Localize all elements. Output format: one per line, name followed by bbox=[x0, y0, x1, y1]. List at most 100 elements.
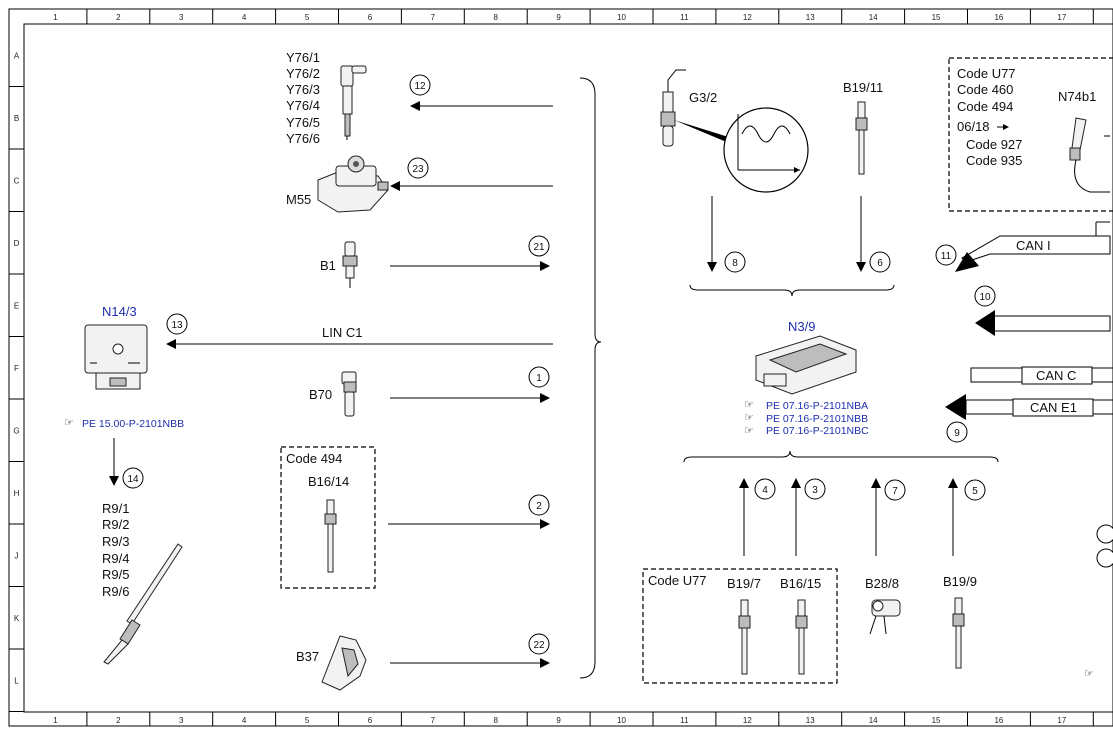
grid-col-bottom-11: 11 bbox=[680, 716, 689, 725]
label-b37: B37 bbox=[296, 649, 319, 664]
callout-21: 21 bbox=[528, 235, 550, 257]
label-y76-4: Y76/4 bbox=[286, 98, 320, 113]
grid-col-top-12: 12 bbox=[743, 13, 752, 22]
svg-text:☞: ☞ bbox=[744, 412, 754, 424]
callout-12: 12 bbox=[409, 74, 431, 96]
callout-13: 13 bbox=[166, 313, 188, 335]
grid-col-top-9: 9 bbox=[556, 13, 561, 22]
grid-col-top-10: 10 bbox=[617, 13, 626, 22]
grid-row-H: H bbox=[14, 489, 20, 498]
ref-n3-9-b: PE 07.16-P-2101NBB bbox=[766, 413, 868, 425]
label-r9-2: R9/2 bbox=[102, 517, 129, 532]
svg-text:6: 6 bbox=[877, 258, 883, 269]
label-r9-3: R9/3 bbox=[102, 534, 129, 549]
label-b28-8: B28/8 bbox=[865, 576, 899, 591]
grid-row-C: C bbox=[14, 176, 20, 185]
callout-14: 14 bbox=[122, 467, 144, 489]
pedal-sensor-icon bbox=[321, 635, 367, 691]
code-494-box bbox=[280, 446, 376, 589]
svg-text:21: 21 bbox=[533, 242, 545, 253]
svg-text:11: 11 bbox=[941, 251, 952, 262]
label-r9-5: R9/5 bbox=[102, 567, 129, 582]
label-lin-c1: LIN C1 bbox=[322, 325, 362, 340]
grid-row-J: J bbox=[15, 551, 19, 560]
grid-row-B: B bbox=[14, 114, 19, 123]
grid-col-bottom-15: 15 bbox=[932, 716, 941, 725]
svg-text:☞: ☞ bbox=[744, 425, 754, 437]
svg-text:22: 22 bbox=[533, 640, 545, 651]
grid-col-bottom-7: 7 bbox=[431, 716, 436, 725]
top-bracket bbox=[689, 284, 895, 297]
label-b16-14: B16/14 bbox=[308, 474, 349, 489]
svg-text:3: 3 bbox=[812, 485, 818, 496]
grid-col-bottom-6: 6 bbox=[368, 716, 373, 725]
callout-9: 9 bbox=[946, 421, 968, 443]
grid-labels: 1122334455667788991010111112121313141415… bbox=[13, 13, 1066, 725]
label-code-927: Code 927 bbox=[966, 137, 1022, 152]
grid-row-A: A bbox=[14, 51, 20, 60]
grid-col-top-14: 14 bbox=[869, 13, 878, 22]
grid-col-top-8: 8 bbox=[494, 13, 499, 22]
bottom-bracket bbox=[683, 450, 999, 463]
callout-2: 2 bbox=[528, 494, 550, 516]
grid-col-bottom-17: 17 bbox=[1057, 716, 1066, 725]
svg-text:10: 10 bbox=[979, 292, 991, 303]
label-n74b1: N74b1 bbox=[1058, 89, 1096, 104]
callout-7: 7 bbox=[884, 479, 906, 501]
svg-text:☞: ☞ bbox=[744, 399, 754, 411]
callout-4: 4 bbox=[754, 478, 776, 500]
callout-5: 5 bbox=[964, 479, 986, 501]
svg-text:1: 1 bbox=[536, 373, 542, 384]
injector-labels: Y76/1 Y76/2 Y76/3 Y76/4 Y76/5 Y76/6 bbox=[286, 50, 320, 146]
arrow-right-small-icon bbox=[997, 124, 1009, 130]
temp-sensor-b16-15-icon bbox=[795, 599, 808, 675]
crankshaft-sensor-icon bbox=[341, 371, 357, 417]
grid-col-bottom-16: 16 bbox=[994, 716, 1003, 725]
oxygen-sensor-icon bbox=[660, 69, 686, 147]
grid-ticks bbox=[9, 9, 1094, 726]
ref-n3-9-a: PE 07.16-P-2101NBA bbox=[766, 400, 868, 412]
sine-wave-icon bbox=[737, 114, 800, 173]
temp-sensor-b19-7-icon bbox=[738, 599, 751, 675]
callout-10: 10 bbox=[974, 285, 996, 307]
label-y76-1: Y76/1 bbox=[286, 50, 320, 65]
callout-11: 11 bbox=[935, 244, 957, 266]
grid-col-top-17: 17 bbox=[1057, 13, 1066, 22]
grid-col-top-15: 15 bbox=[932, 13, 941, 22]
label-b16-15: B16/15 bbox=[780, 576, 821, 591]
signal-waveform-detail bbox=[723, 107, 809, 193]
label-y76-3: Y76/3 bbox=[286, 82, 320, 97]
grid-col-bottom-12: 12 bbox=[743, 716, 752, 725]
label-r9-6: R9/6 bbox=[102, 584, 129, 599]
label-b70: B70 bbox=[309, 387, 332, 402]
label-code-494-top: Code 494 bbox=[957, 99, 1013, 114]
callout-8: 8 bbox=[724, 251, 746, 273]
label-g3-2: G3/2 bbox=[689, 90, 717, 105]
label-can-c: CAN C bbox=[1036, 368, 1076, 383]
grid-row-K: K bbox=[14, 614, 20, 623]
label-r9-4: R9/4 bbox=[102, 551, 129, 566]
label-n3-9: N3/9 bbox=[788, 319, 815, 334]
code-box-top-right bbox=[948, 57, 1113, 212]
grid-col-bottom-4: 4 bbox=[242, 716, 247, 725]
svg-text:PE 15.00-P-2101NBB: PE 15.00-P-2101NBB bbox=[82, 418, 184, 430]
grid-col-top-11: 11 bbox=[680, 13, 689, 22]
label-date-06-18: 06/18 bbox=[957, 119, 990, 134]
temp-sensor-b19-9-icon bbox=[952, 597, 965, 669]
grid-row-G: G bbox=[13, 426, 19, 435]
svg-text:5: 5 bbox=[972, 486, 978, 497]
callout-3: 3 bbox=[804, 478, 826, 500]
svg-text:☞: ☞ bbox=[64, 417, 74, 429]
callout-markers: 12 23 21 13 1 2 22 14 8 6 11 10 9 4 3 7 … bbox=[122, 74, 996, 655]
exhaust-temp-sensor-b16-14-icon bbox=[324, 499, 337, 573]
label-code-u77: Code U77 bbox=[648, 573, 707, 588]
grid-col-bottom-1: 1 bbox=[53, 716, 58, 725]
grid-col-top-3: 3 bbox=[179, 13, 184, 22]
grid-col-top-13: 13 bbox=[806, 13, 815, 22]
grid-row-D: D bbox=[14, 239, 20, 248]
nox-sensor-icon bbox=[1069, 117, 1110, 193]
svg-text:8: 8 bbox=[732, 258, 738, 269]
svg-text:2: 2 bbox=[536, 501, 542, 512]
reference-n14-3: ☞ PE 15.00-P-2101NBB bbox=[64, 417, 184, 430]
